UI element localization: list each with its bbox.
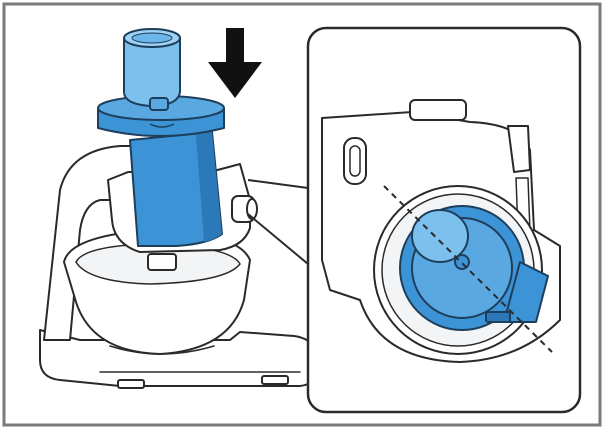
- feed-tube-inner: [131, 32, 173, 44]
- lid-notch: [149, 123, 175, 128]
- callout-leader: [247, 179, 309, 265]
- base-foot-right: [261, 375, 289, 385]
- feed-tube: [123, 37, 181, 107]
- inset-bracket: [507, 125, 531, 173]
- inset-feed-hole: [411, 209, 469, 263]
- chute-shadow: [196, 132, 222, 242]
- drive-coupling: [147, 253, 177, 271]
- bowl-base-ring: [109, 345, 215, 355]
- pusher-knob: [149, 97, 169, 111]
- blue-attachment: [97, 28, 225, 247]
- down-arrow-icon: [208, 28, 262, 98]
- inset-top-cap: [409, 99, 467, 121]
- locking-detail-inset: [306, 26, 582, 414]
- leader-line-bottom: [247, 213, 309, 265]
- inset-locking-lug: [503, 261, 549, 323]
- leader-line-top: [247, 179, 309, 189]
- base-foot-left: [117, 379, 145, 389]
- inset-slot-inner: [349, 145, 361, 177]
- side-knob-cap: [246, 198, 258, 220]
- inset-lug-tab: [485, 311, 511, 323]
